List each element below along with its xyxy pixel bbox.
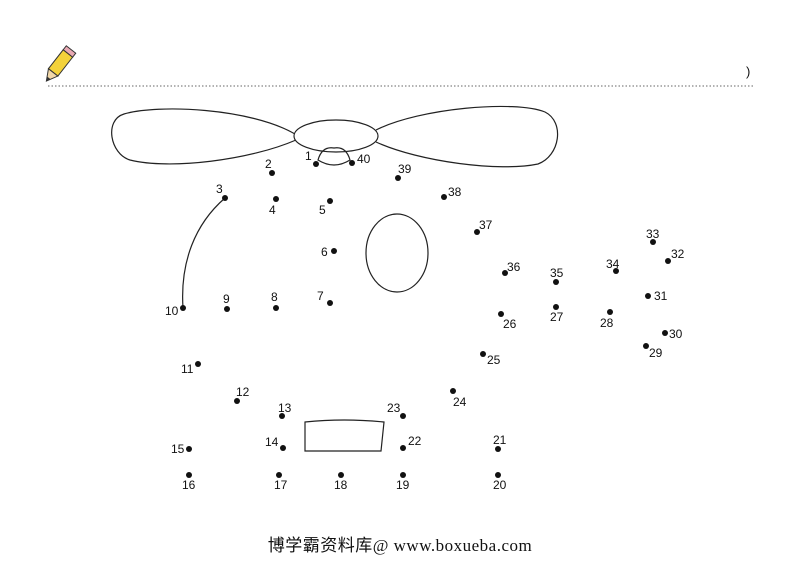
dot-1	[313, 161, 319, 167]
dot-7	[327, 300, 333, 306]
dot-label-16: 16	[182, 478, 196, 492]
dot-11	[195, 361, 201, 367]
dot-label-10: 10	[165, 304, 179, 318]
dot-label-19: 19	[396, 478, 410, 492]
dot-label-26: 26	[503, 317, 517, 331]
dot-21	[495, 446, 501, 452]
dot-label-14: 14	[265, 435, 279, 449]
dot-9	[224, 306, 230, 312]
dot-label-39: 39	[398, 162, 412, 176]
dot-label-11: 11	[181, 362, 194, 376]
dot-label-27: 27	[550, 310, 564, 324]
dot-16	[186, 472, 192, 478]
dot-label-28: 28	[600, 316, 614, 330]
dot-14	[280, 445, 286, 451]
dot-37	[474, 229, 480, 235]
dot-label-37: 37	[479, 218, 493, 232]
propeller-drawing	[111, 105, 559, 168]
curve-3-to-10	[182, 197, 226, 309]
skid-panel	[304, 419, 385, 452]
dot-label-18: 18	[334, 478, 348, 492]
dot-34	[613, 268, 619, 274]
dot-38	[441, 194, 447, 200]
dot-24	[450, 388, 456, 394]
dot-label-3: 3	[216, 182, 223, 196]
dot-label-12: 12	[236, 385, 250, 399]
dot-label-25: 25	[487, 353, 501, 367]
dot-label-8: 8	[271, 290, 278, 304]
dot-label-31: 31	[654, 289, 668, 303]
propeller-left-blade	[111, 108, 297, 165]
dot-2	[269, 170, 275, 176]
dot-label-23: 23	[387, 401, 401, 415]
dot-6	[331, 248, 337, 254]
dot-label-24: 24	[453, 395, 467, 409]
propeller-hub	[293, 119, 379, 153]
dot-label-17: 17	[274, 478, 288, 492]
dot-label-15: 15	[171, 442, 185, 456]
dot-label-29: 29	[649, 346, 663, 360]
dot-label-34: 34	[606, 257, 620, 271]
dot-20	[495, 472, 501, 478]
dot-15	[186, 446, 192, 452]
dot-label-21: 21	[493, 433, 507, 447]
dot-8	[273, 305, 279, 311]
dot-19	[400, 472, 406, 478]
dot-label-6: 6	[321, 245, 328, 259]
dot-17	[276, 472, 282, 478]
cabin-window	[365, 213, 429, 293]
propeller-right-blade	[375, 105, 559, 168]
dot-39	[395, 175, 401, 181]
dot-27	[553, 304, 559, 310]
dot-label-13: 13	[278, 401, 292, 415]
dot-40	[349, 160, 355, 166]
dot-label-20: 20	[493, 478, 507, 492]
dot-3	[222, 195, 228, 201]
dot-32	[665, 258, 671, 264]
mast-arc	[317, 147, 351, 166]
dot-label-4: 4	[269, 203, 276, 217]
dot-12	[234, 398, 240, 404]
dot-13	[279, 413, 285, 419]
dot-label-2: 2	[265, 157, 272, 171]
dot-label-7: 7	[317, 289, 324, 303]
dot-10	[180, 305, 186, 311]
dot-25	[480, 351, 486, 357]
footer-watermark: 博学霸资料库@ www.boxueba.com	[267, 536, 533, 555]
dot-label-9: 9	[223, 292, 230, 306]
dot-label-38: 38	[448, 185, 462, 199]
dot-label-35: 35	[550, 266, 564, 280]
dot-30	[662, 330, 668, 336]
dot-label-36: 36	[507, 260, 521, 274]
dot-label-33: 33	[646, 227, 660, 241]
dot-35	[553, 279, 559, 285]
dot-23	[400, 413, 406, 419]
header-close-paren: )	[746, 64, 750, 79]
dot-label-40: 40	[357, 152, 371, 166]
dot-31	[645, 293, 651, 299]
dot-29	[643, 343, 649, 349]
dot-33	[650, 239, 656, 245]
dot-22	[400, 445, 406, 451]
dot-label-32: 32	[671, 247, 685, 261]
dot-label-30: 30	[669, 327, 683, 341]
dot-4	[273, 196, 279, 202]
dot-26	[498, 311, 504, 317]
dot-28	[607, 309, 613, 315]
dot-label-22: 22	[408, 434, 422, 448]
dot-18	[338, 472, 344, 478]
dot-36	[502, 270, 508, 276]
dot-label-5: 5	[319, 203, 326, 217]
pencil-icon	[45, 45, 77, 82]
dot-5	[327, 198, 333, 204]
dot-label-1: 1	[305, 149, 312, 163]
